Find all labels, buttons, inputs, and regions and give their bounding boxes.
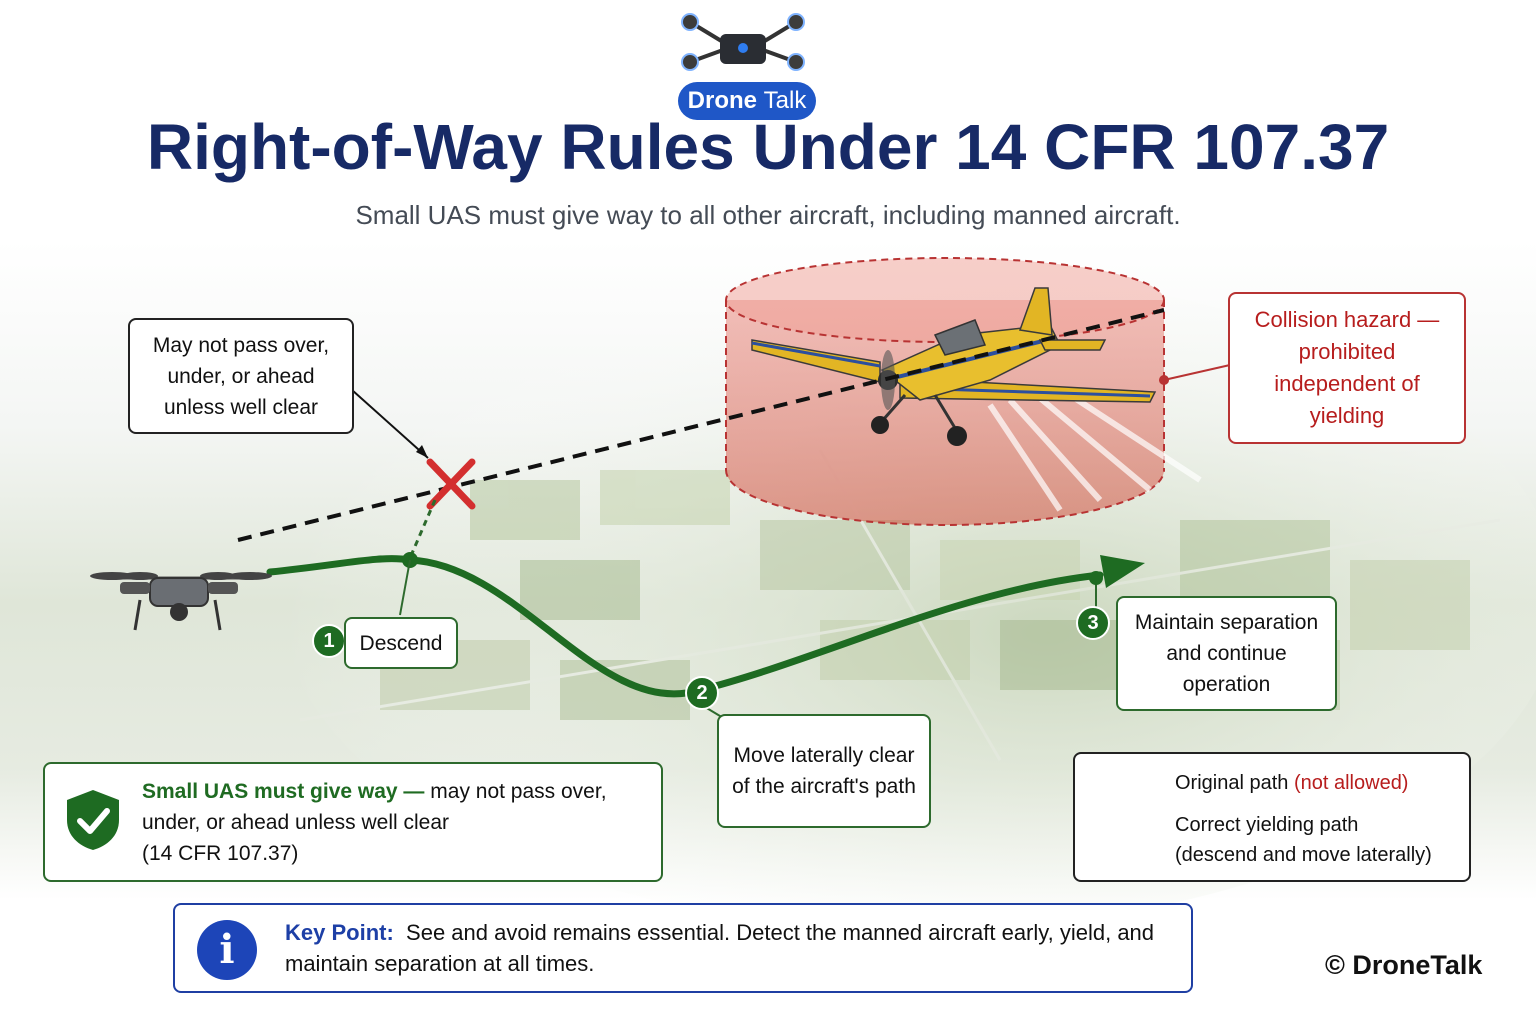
prohibited-pointer-arrowhead (416, 445, 428, 458)
yielding-path-line (266, 555, 1104, 698)
step-3-marker (1089, 571, 1103, 585)
step-3-badge: 3 (1076, 606, 1110, 640)
dronetalk-logo: Drone Talk (668, 10, 828, 130)
step-1-label: Descend (359, 631, 443, 655)
collision-hazard-text: Collision hazard — prohibited independen… (1254, 307, 1440, 428)
prohibited-callout-text: May not pass over, under, or ahead unles… (152, 333, 330, 419)
rule-summary-box: Small UAS must give way — may not pass o… (43, 762, 663, 882)
step-1-callout: Descend (344, 617, 458, 669)
prohibited-pointer-line (351, 389, 429, 459)
crop-duster-aircraft (751, 287, 1202, 512)
legend-original-note: (not allowed) (1293, 772, 1409, 794)
step-1-badge: 1 (312, 624, 346, 658)
legend-box: Original path (not allowed) Correct yiel… (1073, 752, 1471, 882)
rule-emphasis: Small UAS must give way — (142, 780, 425, 803)
step-1-leader (399, 559, 411, 616)
quadcopter-drone-icon (90, 572, 272, 631)
original-path-line (237, 308, 1165, 542)
rule-body: may not pass over, under, or ahead unles… (142, 780, 607, 834)
copyright-notice: © DroneTalk (1325, 950, 1483, 980)
yielding-path-arrowhead (1100, 555, 1145, 588)
key-point-body: See and avoid remains essential. Detect … (285, 920, 1155, 976)
rule-citation: (14 CFR 107.37) (142, 842, 299, 865)
legend-correct-row: Correct yielding path (descend and move … (1175, 810, 1432, 870)
prohibited-callout: May not pass over, under, or ahead unles… (128, 318, 354, 434)
step-2-badge: 2 (685, 676, 719, 710)
step-3-callout: Maintain separation and continue operati… (1116, 596, 1337, 711)
farm-fields (299, 449, 1501, 761)
legend-original-label: Original path (1175, 772, 1289, 794)
shield-check-icon (67, 790, 119, 850)
legend-original-row: Original path (not allowed) (1175, 768, 1408, 798)
rule-summary-text: Small UAS must give way — may not pass o… (142, 776, 652, 869)
logo-word-drone: Drone (687, 87, 757, 114)
key-point-box: i Key Point: See and avoid remains essen… (173, 903, 1193, 993)
info-icon: i (197, 920, 257, 980)
page-title: Right-of-Way Rules Under 14 CFR 107.37 (146, 111, 1390, 183)
page-subtitle: Small UAS must give way to all other air… (355, 200, 1181, 230)
logo-drone-icon (681, 13, 805, 71)
hazard-leader-dot (1159, 375, 1169, 385)
hazard-leader (1163, 364, 1231, 381)
key-point-label: Key Point: (285, 920, 394, 945)
logo-word-talk: Talk (763, 87, 807, 114)
logo-wordmark: Drone Talk (678, 82, 816, 120)
legend-correct-note: (descend and move laterally) (1175, 844, 1432, 866)
legend-correct-label: Correct yielding path (1175, 814, 1359, 836)
collision-hazard-callout: Collision hazard — prohibited independen… (1228, 292, 1466, 444)
step-2-callout: Move laterally clear of the aircraft's p… (717, 714, 931, 828)
step-3-label: Maintain separation and continue operati… (1134, 611, 1319, 696)
key-point-text: Key Point: See and avoid remains essenti… (285, 917, 1175, 979)
step-2-label: Move laterally clear of the aircraft's p… (732, 744, 916, 798)
prohibited-x-mark (426, 458, 476, 510)
